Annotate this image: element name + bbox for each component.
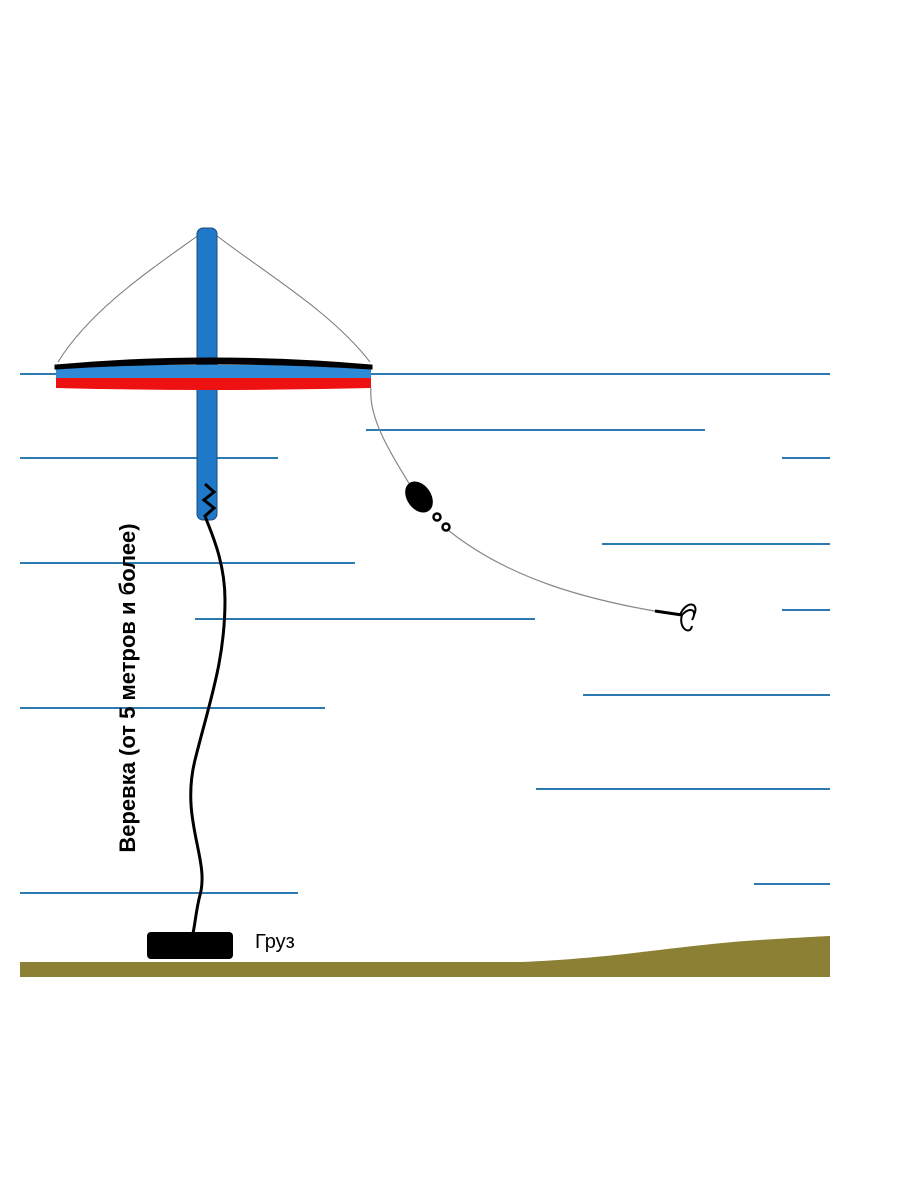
cross-bar-red — [56, 378, 371, 390]
weight-sinker — [147, 932, 233, 959]
rope-label: Веревка (от 5 метров и более) — [115, 523, 140, 852]
treble-hook-icon — [654, 603, 697, 632]
cross-bar-black — [54, 357, 373, 370]
swivel-icon — [432, 512, 442, 522]
cross-bar-blue — [56, 365, 371, 378]
fishing-line — [370, 387, 661, 613]
support-string — [57, 231, 371, 363]
rope — [189, 482, 227, 934]
sinker-float — [405, 481, 433, 513]
water-lines — [20, 373, 830, 894]
ground-bottom — [20, 936, 830, 977]
cross-bar — [54, 357, 373, 390]
weight-label: Груз — [255, 931, 295, 953]
swivel-icon — [441, 522, 451, 532]
